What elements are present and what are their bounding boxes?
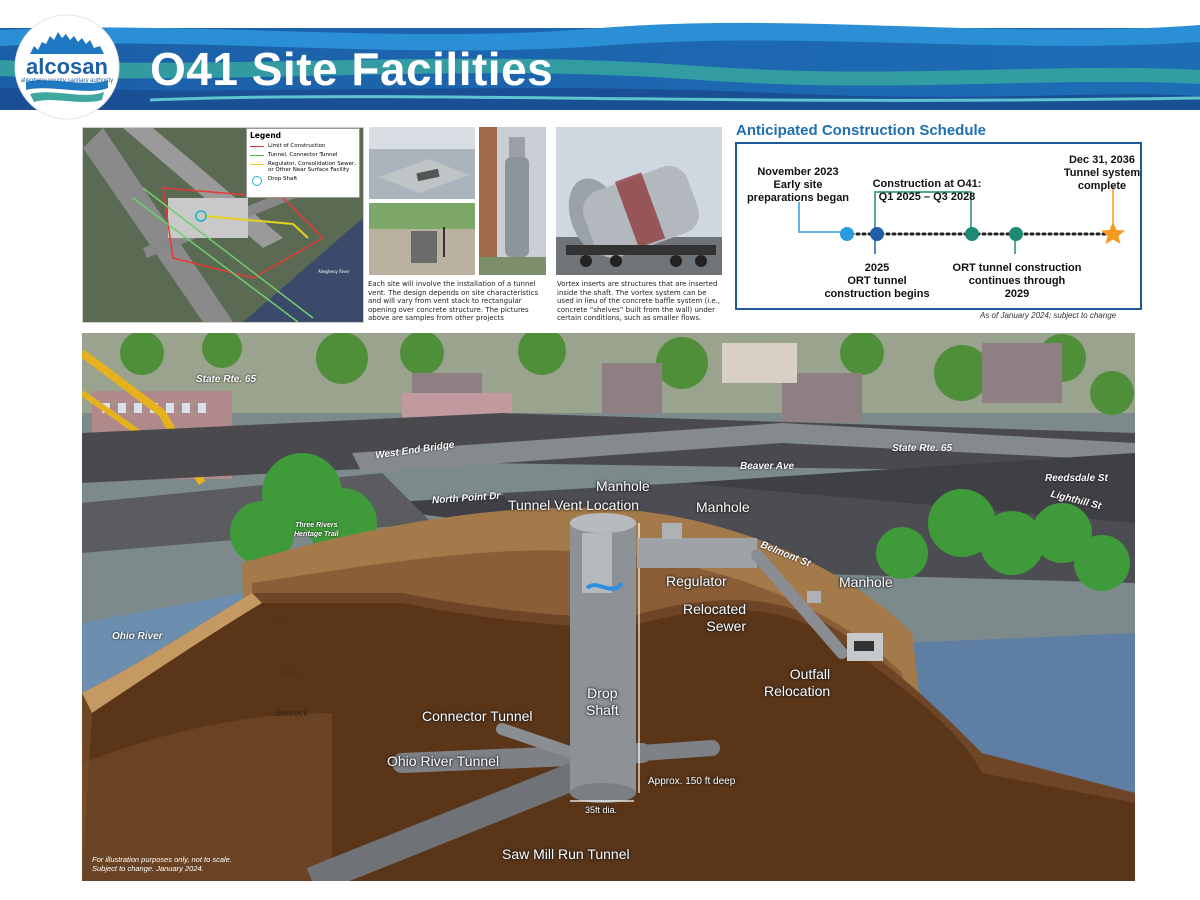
label-beaver-ave: Beaver Ave	[740, 461, 795, 472]
layer-fill: Fill	[275, 616, 287, 626]
milestone-dot-nov2023	[840, 227, 854, 241]
milestone-ort-2029: ORT tunnel construction continues throug…	[952, 262, 1082, 300]
logo-wordmark: alcosan	[26, 54, 108, 79]
map-river-label: Allegheny River	[318, 269, 350, 274]
layer-bedrock: Bedrock	[275, 708, 309, 718]
vent-caption: Each site will involve the installation …	[368, 280, 539, 322]
milestone-dot-o41-end	[965, 227, 979, 241]
label-manhole-right: Manhole	[839, 574, 893, 590]
legend-title: Legend	[250, 131, 282, 140]
label-shaft-depth: Approx. 150 ft deep	[648, 776, 736, 787]
map-legend: Legend Limit of Construction Tunnel, Con…	[246, 128, 360, 198]
milestone-dec2036: Dec 31, 2036 Tunnel system complete	[1063, 154, 1141, 192]
label-connector-tunnel: Connector Tunnel	[422, 708, 533, 724]
illustration-disclaimer: For illustration purposes only, not to s…	[92, 855, 232, 873]
logo-subtext: allegheny county sanitary authority	[20, 78, 114, 84]
label-reedsdale-st: Reedsdale St	[1045, 473, 1108, 484]
label-outfall-relocation: Outfall Relocation	[764, 666, 831, 699]
legend-item-tunnel: Tunnel, Connector Tunnel	[250, 152, 356, 158]
timeline-graphic	[798, 186, 1125, 254]
label-state-rte-65-left: State Rte. 65	[196, 374, 257, 385]
label-state-rte-65-right: State Rte. 65	[892, 443, 953, 454]
label-manhole-top: Manhole	[596, 478, 650, 494]
label-regulator: Regulator	[666, 573, 727, 589]
schedule-timeline: November 2023 Early site preparations be…	[735, 142, 1142, 310]
milestone-nov2023: November 2023 Early site preparations be…	[746, 166, 850, 204]
label-ohio-river-tunnel: Ohio River Tunnel	[387, 753, 500, 769]
legend-item-regulator: Regulator, Consolidation Sewer, or Other…	[250, 161, 356, 173]
schedule-as-of-note: As of January 2024; subject to change	[980, 311, 1117, 320]
legend-item-drop-shaft: Drop Shaft	[250, 176, 356, 186]
header-banner	[0, 22, 1200, 110]
page-title: O41 Site Facilities	[150, 43, 554, 95]
milestone-dot-2029	[1009, 227, 1023, 241]
vent-photo-1	[369, 127, 475, 199]
milestone-construction-o41: Construction at O41: Q1 2025 – Q3 2028	[872, 178, 982, 203]
label-drop-shaft: Drop Shaft	[586, 685, 619, 718]
layer-alluvium: Alluvium	[275, 667, 310, 677]
milestone-ort-2025: 2025 ORT tunnel construction begins	[824, 262, 930, 300]
label-relocated-sewer: Relocated Sewer	[683, 601, 747, 634]
vent-stack-photo	[479, 127, 546, 275]
vortex-caption: Vortex inserts are structures that are i…	[557, 280, 721, 322]
milestone-dot-2025	[870, 227, 884, 241]
label-tunnel-vent-location: Tunnel Vent Location	[508, 497, 640, 513]
vent-photo-2	[369, 203, 475, 275]
schedule-title: Anticipated Construction Schedule	[736, 122, 987, 139]
legend-item-limit: Limit of Construction	[250, 143, 356, 149]
milestone-star-2036	[1101, 222, 1125, 244]
alcosan-logo: alcosan allegheny county sanitary author…	[8, 14, 126, 120]
label-saw-mill-run-tunnel: Saw Mill Run Tunnel	[502, 846, 630, 862]
vortex-insert-photo	[556, 127, 722, 275]
label-manhole-mid: Manhole	[696, 499, 750, 515]
label-ohio-river: Ohio River	[112, 631, 163, 642]
site-cross-section-illustration: State Rte. 65 West End Bridge State Rte.…	[82, 333, 1135, 881]
label-shaft-diameter: 35ft dia.	[585, 805, 618, 815]
label-heritage-trail: Three Rivers Heritage Trail	[294, 522, 339, 538]
